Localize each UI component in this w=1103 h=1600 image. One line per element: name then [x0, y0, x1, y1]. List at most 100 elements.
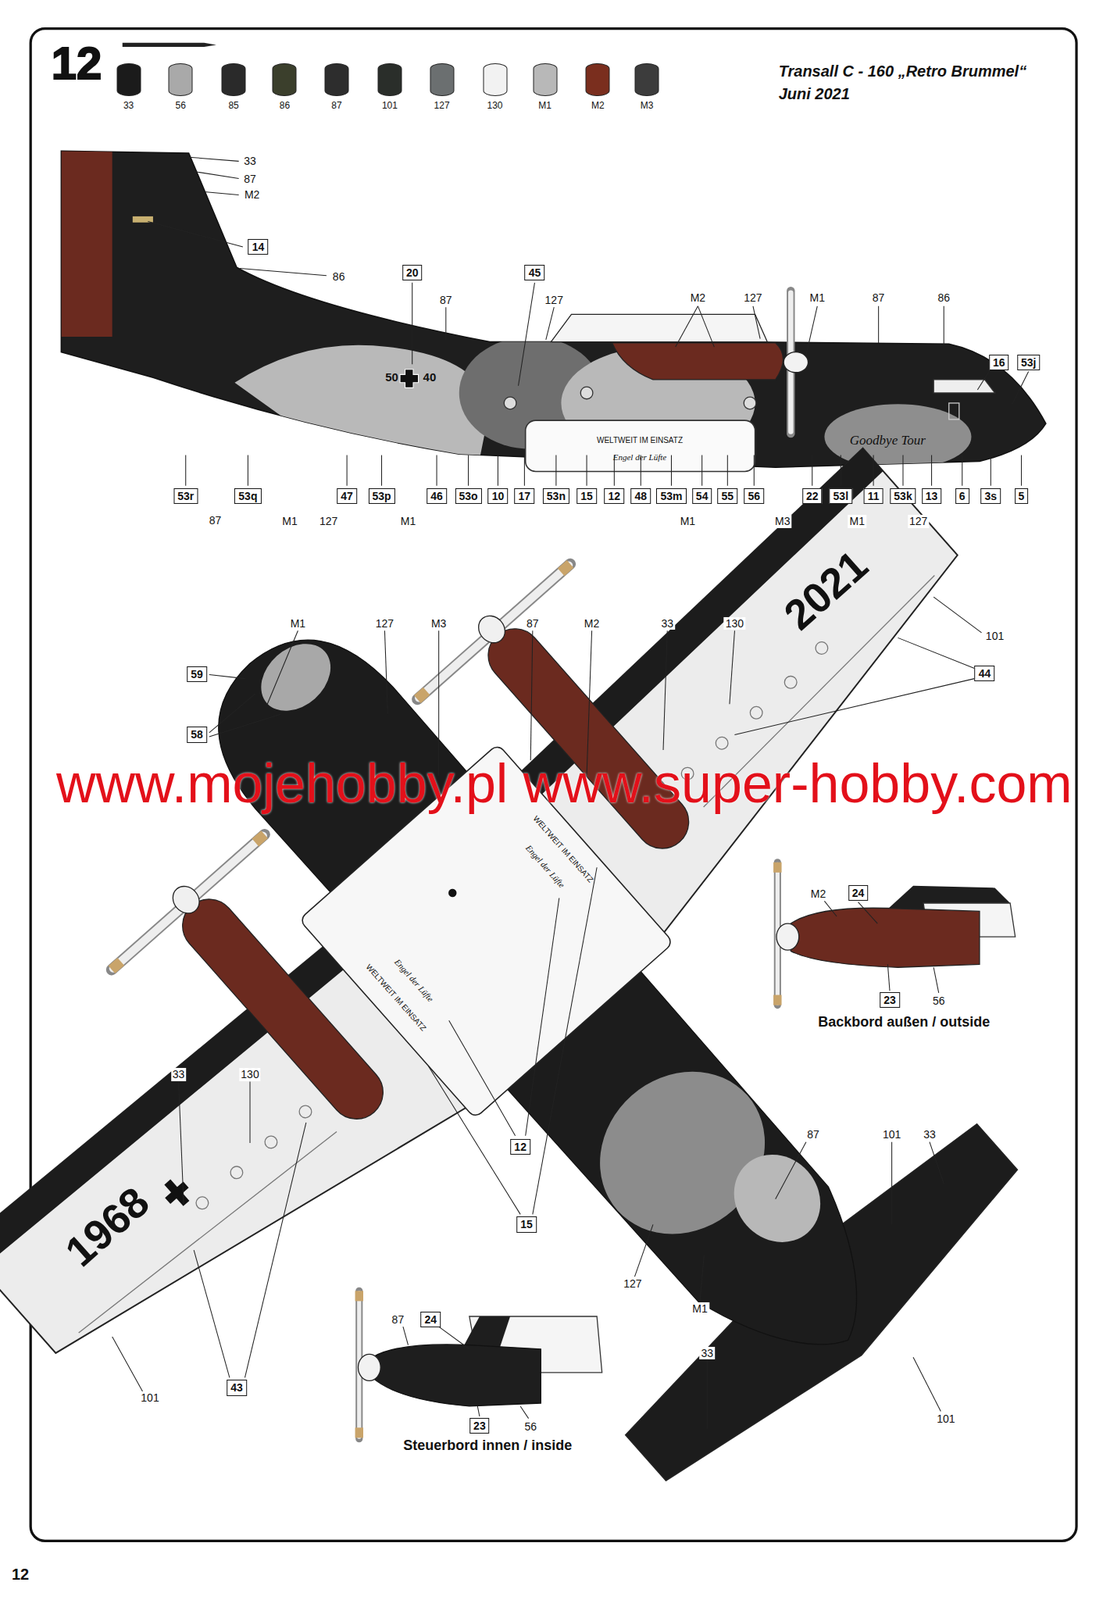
leader-line [438, 630, 440, 775]
leader-line [990, 455, 992, 486]
leader-line [524, 455, 525, 486]
paint-code: 101 [935, 1412, 957, 1425]
leader-line [586, 455, 588, 486]
paint-code: 127 [434, 100, 450, 112]
paint-code: 127 [543, 293, 565, 307]
paint-code: 127 [621, 1277, 643, 1290]
leader-line [891, 1142, 893, 1225]
callout-number: 53m [656, 488, 686, 504]
paint-code: 130 [724, 617, 746, 630]
paint-code: M3 [640, 100, 654, 112]
callout-number: 53k [889, 488, 916, 504]
callout-number: 11 [863, 488, 884, 504]
leader-line [929, 1142, 944, 1185]
callout-text: 23 [473, 1419, 486, 1432]
paint-code: 127 [374, 617, 396, 630]
paint-can-swatch [272, 63, 297, 97]
callout-number: 23 [469, 1417, 490, 1434]
page-number: 12 [11, 1565, 29, 1584]
date-text: Juni 2021 [778, 85, 850, 104]
callout-number: 3s [981, 488, 1002, 504]
leader-line [961, 455, 963, 486]
paint-code: M2 [809, 887, 828, 900]
paint-code: M2 [688, 291, 707, 304]
leader-line [147, 221, 243, 247]
leader-line [439, 1326, 470, 1350]
callout-number: 53o [454, 488, 482, 504]
callout-number: 59 [186, 666, 208, 682]
callout-number: 13 [921, 488, 943, 504]
leader-line [706, 1360, 708, 1429]
callout-number: 47 [336, 488, 357, 504]
paint-code: 87 [390, 1313, 407, 1326]
callout-text: 12 [608, 489, 622, 503]
kit-title: Transall C - 160 „Retro Brummel“ [778, 62, 1028, 81]
callout-text: 47 [340, 489, 354, 503]
paint-code: 87 [870, 291, 887, 304]
callout-number: 53n [542, 488, 570, 504]
callout-number: 48 [630, 488, 651, 504]
callout-number: 20 [402, 264, 423, 281]
callout-text: 3s [985, 489, 998, 503]
leader-line [933, 596, 982, 633]
paint-code: M1 [690, 1301, 709, 1314]
leader-line [878, 306, 879, 343]
callout-text: 53o [458, 489, 478, 503]
leader-line [699, 1255, 704, 1302]
paint-code: 33 [171, 1067, 187, 1081]
paint-can-swatch [221, 63, 247, 97]
callout-text: 24 [852, 886, 865, 900]
callout-text: 15 [520, 1217, 533, 1231]
leader-line [727, 455, 729, 486]
leader-line [244, 1122, 306, 1378]
leader-line [671, 455, 672, 486]
leader-line [403, 1326, 409, 1346]
leader-line [729, 630, 736, 704]
leader-line [249, 1081, 250, 1143]
callout-number: 53j [1017, 354, 1040, 371]
leader-line [1020, 455, 1022, 486]
leader-line [209, 693, 256, 733]
leader-line [193, 1249, 230, 1378]
leader-line [193, 171, 239, 179]
paint-code: 86 [935, 291, 952, 304]
leader-line [530, 630, 533, 761]
paint-code: 33 [699, 1346, 715, 1360]
callout-number: 12 [510, 1138, 531, 1155]
leader-line [428, 1066, 522, 1214]
paint-code: M3 [773, 514, 792, 528]
paint-code: 101 [984, 629, 1006, 643]
paint-can-swatch [585, 63, 611, 97]
leader-line [775, 1142, 807, 1200]
callout-text: 15 [580, 489, 593, 503]
inset-caption: Steuerbord innen / inside [403, 1436, 572, 1453]
leader-line [477, 1406, 480, 1417]
leader-line [546, 306, 554, 340]
callout-text: 53p [371, 489, 391, 503]
leader-line [467, 455, 469, 486]
paint-code: 33 [921, 1127, 938, 1141]
callout-text: 46 [430, 489, 443, 503]
leader-line [1012, 371, 1029, 404]
callout-text: 23 [883, 993, 896, 1007]
leader-line [445, 306, 447, 340]
leader-line [267, 630, 298, 704]
leader-line [178, 1081, 185, 1205]
paint-can-swatch [377, 63, 402, 97]
leader-line [239, 268, 327, 276]
leader-line [873, 455, 875, 486]
paint-code: 86 [331, 270, 347, 283]
callout-number: 46 [426, 488, 447, 504]
leader-line [520, 1406, 529, 1419]
callout-number: 23 [879, 992, 900, 1008]
callout-number: 16 [988, 354, 1010, 371]
callout-text: 59 [190, 667, 204, 681]
paint-code: M1 [399, 514, 418, 528]
paint-can-swatch [532, 63, 557, 97]
callout-text: 53r [177, 489, 194, 503]
paint-can-swatch [429, 63, 454, 97]
paint-code: 86 [279, 100, 290, 112]
paint-code: M1 [289, 617, 307, 630]
callout-number: 17 [514, 488, 536, 504]
callout-text: 56 [747, 489, 761, 503]
